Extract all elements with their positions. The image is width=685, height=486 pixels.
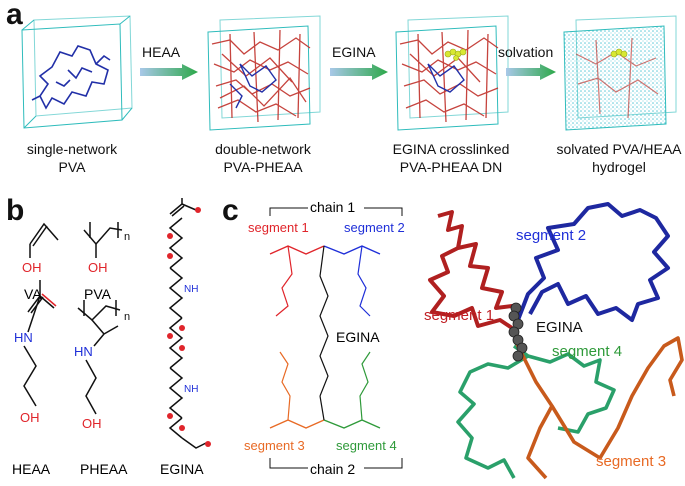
svg-text:OH: OH [82,416,102,431]
arrow-label-solvation: solvation [498,44,554,60]
render-segment-3-label: segment 3 [596,453,666,470]
svg-text:VA: VA [24,286,42,302]
schematic-segment-3: segment 3 [244,438,305,453]
svg-text:HN: HN [74,344,93,359]
schematic-segment-2: segment 2 [344,220,405,235]
svg-text:EGINA: EGINA [160,461,204,477]
panel-a-letter: a [6,0,23,31]
render-egina-label: EGINA [536,319,583,336]
render-segment-2-label: segment 2 [516,227,586,244]
panel-b-letter: b [6,194,25,227]
svg-text:NH: NH [184,284,198,295]
svg-text:NH: NH [184,384,198,395]
panel-c-schematic: chain 1 segment 1 segment 2 EGINA segmen… [244,199,405,477]
panel-c-letter: c [222,194,239,227]
svg-text:OH: OH [22,260,42,275]
arrow-solvation [506,64,556,80]
cube-double-network [207,15,321,131]
cube-single-network-pva [21,15,133,129]
render-segment-4-label: segment 4 [552,343,622,360]
render-segment-1-label: segment 1 [424,307,494,324]
cube-solvated-hydrogel [563,15,677,131]
svg-text:PVA: PVA [84,286,112,302]
schematic-segment-4: segment 4 [336,438,397,453]
schematic-segment-1: segment 1 [248,220,309,235]
svg-text:OH: OH [88,260,108,275]
panel-b-structures: OH OH n HN OH HN OH n NH NH VA PVA EGINA… [12,198,211,477]
schematic-egina: EGINA [336,329,380,345]
chain-2-label: chain 2 [310,461,355,477]
svg-text:HN: HN [14,330,33,345]
svg-text:OH: OH [20,410,40,425]
arrow-egina [330,64,388,80]
cube-egina-crosslinked [395,15,509,131]
svg-text:PHEAA: PHEAA [80,461,128,477]
arrow-label-egina: EGINA [332,44,376,60]
arrow-label-heaa: HEAA [142,44,181,60]
svg-text:n: n [124,231,130,243]
arrow-heaa [140,64,198,80]
svg-text:HEAA: HEAA [12,461,51,477]
chain-1-label: chain 1 [310,199,355,215]
panel-c-render: segment 1 segment 2 EGINA segment 4 segm… [424,202,684,480]
svg-text:n: n [124,311,130,323]
